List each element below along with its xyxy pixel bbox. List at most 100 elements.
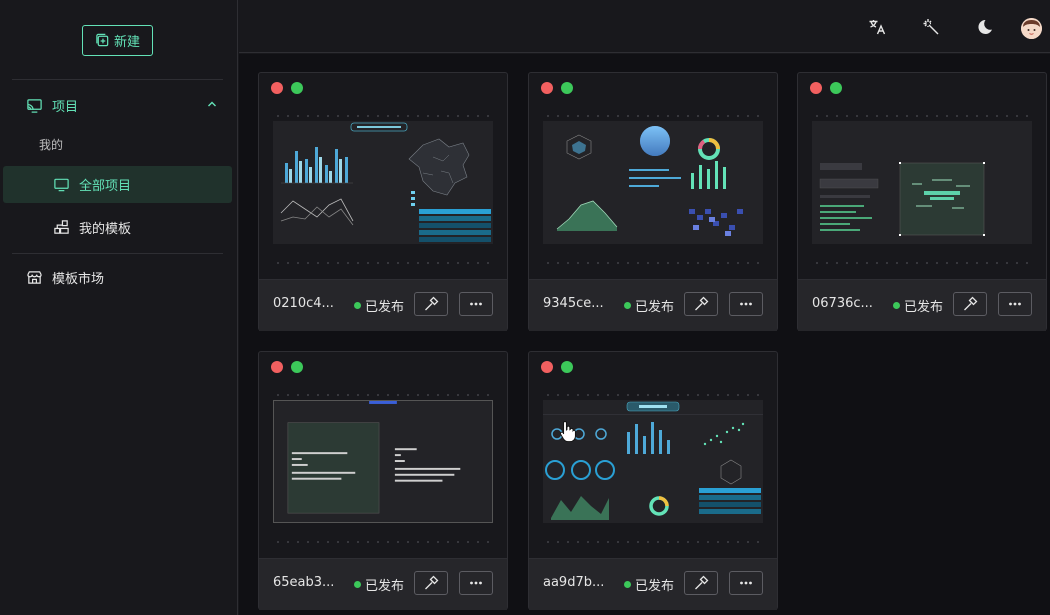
dotted-divider xyxy=(812,115,1032,117)
more-button[interactable] xyxy=(729,292,763,316)
dotted-divider xyxy=(273,541,493,543)
status-label: 已发布 xyxy=(635,300,675,315)
more-horizontal-icon xyxy=(740,302,752,306)
close-dot-icon[interactable] xyxy=(810,82,822,94)
card-preview-area[interactable] xyxy=(259,352,507,558)
close-dot-icon[interactable] xyxy=(271,82,283,94)
screen-cast-icon xyxy=(27,98,42,113)
maximize-dot-icon[interactable] xyxy=(291,82,303,94)
menu-group-label: 项目 xyxy=(52,99,79,115)
dotted-divider xyxy=(543,115,763,117)
new-button-label: 新建 xyxy=(113,34,140,49)
status-label: 已发布 xyxy=(635,579,675,594)
sidebar-item-label: 全部项目 xyxy=(79,179,132,194)
card-preview-area[interactable] xyxy=(798,73,1046,279)
hammer-icon xyxy=(425,296,439,311)
more-horizontal-icon xyxy=(470,581,482,585)
maximize-dot-icon[interactable] xyxy=(561,82,573,94)
hammer-icon xyxy=(425,575,439,590)
edit-button[interactable] xyxy=(414,292,448,316)
sidebar-item-my-templates[interactable]: 我的模板 xyxy=(3,209,232,246)
top-header xyxy=(239,0,1050,53)
project-card[interactable]: 0210c4... 已发布 xyxy=(258,72,508,331)
store-icon xyxy=(27,271,42,284)
status-badge: 已发布 xyxy=(354,296,404,315)
project-name: 9345ce... xyxy=(543,296,604,311)
more-horizontal-icon xyxy=(1009,302,1021,306)
close-dot-icon[interactable] xyxy=(541,361,553,373)
hammer-icon xyxy=(695,296,709,311)
dotted-divider xyxy=(543,394,763,396)
maximize-dot-icon[interactable] xyxy=(561,361,573,373)
new-project-button[interactable]: 新建 xyxy=(82,25,153,56)
monitor-icon xyxy=(54,178,69,192)
status-label: 已发布 xyxy=(365,300,405,315)
project-card[interactable]: 65eab3... 已发布 xyxy=(258,351,508,610)
more-horizontal-icon xyxy=(740,581,752,585)
published-dot-icon xyxy=(624,581,631,588)
translate-icon[interactable] xyxy=(868,18,886,36)
dotted-divider xyxy=(543,262,763,264)
edit-button[interactable] xyxy=(414,571,448,595)
project-card[interactable]: 06736c... 已发布 xyxy=(797,72,1047,331)
card-footer: 9345ce... 已发布 xyxy=(529,279,777,331)
card-preview-area[interactable] xyxy=(259,73,507,279)
more-button[interactable] xyxy=(998,292,1032,316)
sidebar-item-template-market[interactable]: 模板市场 xyxy=(26,268,104,287)
magic-wand-icon[interactable] xyxy=(922,18,940,36)
dotted-divider xyxy=(273,262,493,264)
card-footer: 0210c4... 已发布 xyxy=(259,279,507,331)
project-grid: 0210c4... 已发布 xyxy=(239,54,1050,615)
edit-button[interactable] xyxy=(684,292,718,316)
card-footer: 65eab3... 已发布 xyxy=(259,558,507,610)
card-preview-area[interactable] xyxy=(529,352,777,558)
published-dot-icon xyxy=(624,302,631,309)
project-thumbnail xyxy=(273,400,493,523)
edit-button[interactable] xyxy=(953,292,987,316)
sidebar-item-label: 模板市场 xyxy=(52,272,105,287)
more-horizontal-icon xyxy=(470,302,482,306)
status-badge: 已发布 xyxy=(893,296,943,315)
published-dot-icon xyxy=(354,581,361,588)
project-thumbnail xyxy=(273,121,493,244)
more-button[interactable] xyxy=(729,571,763,595)
sidebar-item-all-projects[interactable]: 全部项目 xyxy=(3,166,232,203)
status-badge: 已发布 xyxy=(624,296,674,315)
card-footer: aa9d7b... 已发布 xyxy=(529,558,777,610)
more-button[interactable] xyxy=(459,571,493,595)
published-dot-icon xyxy=(893,302,900,309)
edit-button[interactable] xyxy=(684,571,718,595)
hand-cursor-icon xyxy=(560,421,576,442)
hammer-icon xyxy=(695,575,709,590)
project-thumbnail xyxy=(543,121,763,244)
sidebar-divider xyxy=(12,79,223,80)
add-square-icon xyxy=(96,33,109,47)
close-dot-icon[interactable] xyxy=(541,82,553,94)
moon-icon[interactable] xyxy=(976,18,994,36)
dotted-divider xyxy=(273,115,493,117)
project-card[interactable]: 9345ce... 已发布 xyxy=(528,72,778,331)
card-footer: 06736c... 已发布 xyxy=(798,279,1046,331)
chevron-up-icon[interactable] xyxy=(206,98,218,110)
published-dot-icon xyxy=(354,302,361,309)
card-preview-area[interactable] xyxy=(529,73,777,279)
maximize-dot-icon[interactable] xyxy=(830,82,842,94)
avatar[interactable] xyxy=(1021,18,1042,39)
menu-group-project[interactable]: 项目 xyxy=(26,95,226,115)
dotted-divider xyxy=(812,262,1032,264)
close-dot-icon[interactable] xyxy=(271,361,283,373)
project-name: 0210c4... xyxy=(273,296,334,311)
project-name: 65eab3... xyxy=(273,575,335,590)
more-button[interactable] xyxy=(459,292,493,316)
menu-sub-heading: 我的 xyxy=(39,138,64,152)
status-label: 已发布 xyxy=(904,300,944,315)
status-label: 已发布 xyxy=(365,579,405,594)
sidebar: 新建 项目 我的 全部项目 我的模板 xyxy=(0,0,238,615)
dotted-divider xyxy=(273,394,493,396)
project-name: 06736c... xyxy=(812,296,873,311)
sidebar-divider xyxy=(12,253,223,254)
project-name: aa9d7b... xyxy=(543,575,605,590)
project-card[interactable]: aa9d7b... 已发布 xyxy=(528,351,778,610)
hammer-icon xyxy=(964,296,978,311)
maximize-dot-icon[interactable] xyxy=(291,361,303,373)
